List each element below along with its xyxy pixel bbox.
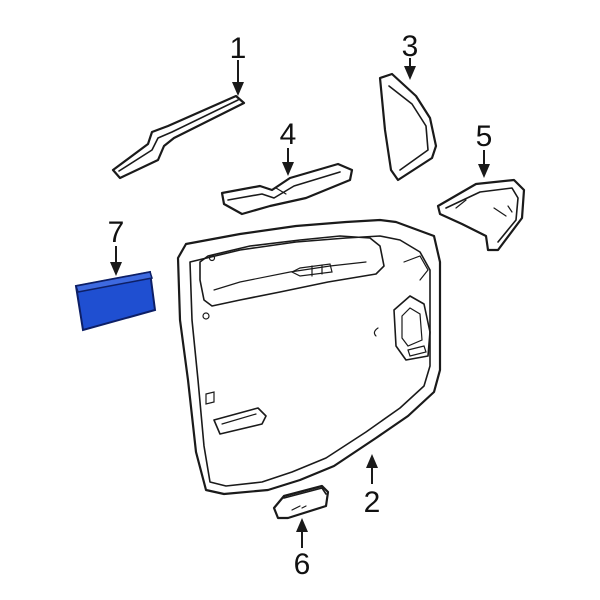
part-7-highlighted-panel[interactable]	[74, 270, 157, 332]
callout-labels: 1 3 4 5 7 2 6	[108, 30, 493, 581]
callout-3: 3	[402, 30, 419, 63]
part-6-switch-bezel[interactable]	[272, 484, 330, 520]
part-5-handle-bezel[interactable]	[436, 178, 526, 252]
arrow-3	[404, 66, 416, 80]
arrow-2	[366, 454, 378, 468]
part-2-door-trim-panel[interactable]	[176, 218, 442, 496]
arrow-4	[282, 162, 294, 176]
arrow-6	[296, 518, 308, 532]
callout-1: 1	[230, 32, 247, 65]
arrow-5	[478, 164, 490, 178]
part-3-sail-panel[interactable]	[378, 72, 438, 182]
arrow-1	[232, 82, 244, 96]
callout-2: 2	[364, 486, 381, 519]
part-4-armrest[interactable]	[220, 162, 354, 216]
callout-4: 4	[280, 118, 297, 151]
arrow-7	[110, 262, 122, 276]
leader-lines	[110, 58, 490, 548]
part-1-weatherstrip[interactable]	[111, 94, 246, 180]
callout-7: 7	[108, 216, 125, 249]
callout-6: 6	[294, 548, 311, 581]
part-7-edge	[75, 271, 153, 293]
callout-5: 5	[476, 120, 493, 153]
